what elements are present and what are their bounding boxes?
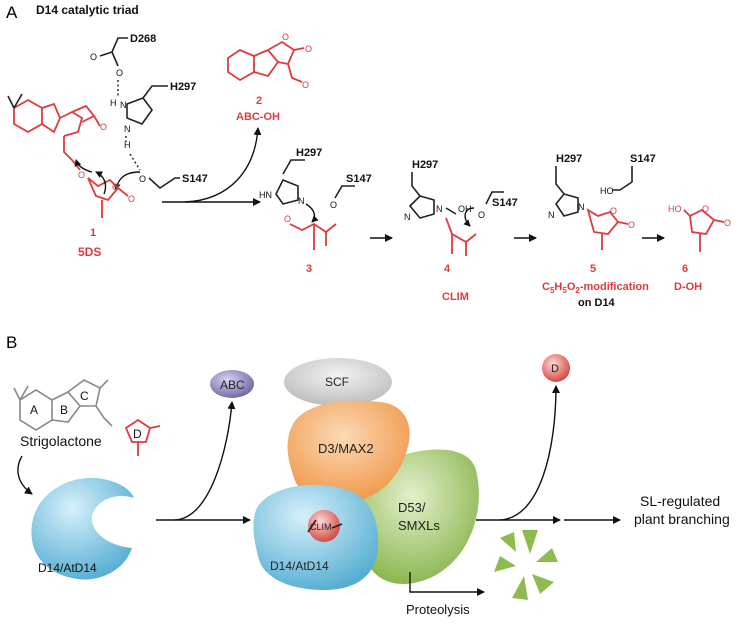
- scf-label: SCF: [325, 375, 349, 389]
- d3-protein: [287, 400, 410, 503]
- arrow-sl-to-d14: [17, 455, 33, 495]
- h297-label-3: H297: [412, 159, 438, 171]
- svg-text:O: O: [139, 174, 146, 184]
- ring-label-a: A: [30, 403, 38, 417]
- d14-label: D14/AtD14: [38, 561, 97, 575]
- compound-4-number: 4: [444, 263, 451, 275]
- h297-label-4: H297: [556, 153, 582, 165]
- d53-label-2: SMXLs: [398, 518, 440, 533]
- proteolysis-label: Proteolysis: [406, 602, 470, 617]
- s147-residue-1: O S147: [113, 171, 208, 191]
- s147-label-1: S147: [182, 173, 208, 185]
- d-label: D: [551, 363, 559, 375]
- compound-4-structure: H297 N N OH S147 O: [404, 159, 518, 256]
- svg-text:N: N: [124, 124, 131, 134]
- compound-3-structure: H297 HN N S147 O O: [259, 147, 372, 250]
- compound-1-label: 5DS: [78, 245, 101, 259]
- h297-label-1: H297: [170, 81, 196, 93]
- abc-label: ABC: [220, 378, 245, 392]
- ring-label-b: B: [60, 403, 68, 417]
- hbond-3: [129, 153, 141, 171]
- compound-6-number: 6: [682, 263, 688, 275]
- svg-text:N: N: [404, 212, 411, 222]
- svg-text:O: O: [628, 220, 635, 230]
- svg-text:OH: OH: [458, 204, 472, 214]
- svg-text:HO: HO: [668, 204, 682, 214]
- scf-protein: [284, 358, 392, 406]
- svg-text:N: N: [548, 210, 555, 220]
- compound-1-structure: O O O O: [7, 93, 135, 218]
- arrow-proteolysis: [409, 572, 485, 596]
- clim-ball: [308, 510, 340, 542]
- svg-text:O: O: [90, 52, 97, 62]
- compound-2-structure: O O O: [227, 32, 312, 90]
- h297-imidazole: H N H297 N H: [110, 81, 196, 150]
- s147-label-4: S147: [630, 153, 656, 165]
- outcome-label-1: SL-regulated: [640, 493, 720, 509]
- compound-4-label: CLIM: [442, 291, 469, 303]
- arrow-to-abc: [174, 401, 236, 521]
- h297-label-2: H297: [296, 147, 322, 159]
- svg-text:O: O: [78, 170, 85, 180]
- arrow-to-abc-oh: [184, 127, 262, 203]
- svg-text:O: O: [610, 206, 617, 216]
- clim-label: CLIM: [310, 522, 332, 532]
- svg-text:O: O: [116, 68, 123, 78]
- svg-text:N: N: [578, 202, 585, 212]
- compound-5-label: C5H5O2-modification: [542, 281, 649, 295]
- svg-text:HN: HN: [259, 190, 272, 200]
- d14-protein: [31, 477, 134, 580]
- d53-label-1: D53/: [398, 500, 426, 515]
- svg-text:O: O: [128, 194, 135, 204]
- svg-text:HO: HO: [600, 186, 614, 196]
- svg-text:N: N: [120, 100, 127, 110]
- arrow-to-d: [499, 385, 560, 521]
- svg-text:H: H: [110, 98, 117, 108]
- compound-6-structure: HO O O: [668, 204, 731, 252]
- d-ball: [542, 354, 570, 382]
- s147-label-2: S147: [346, 173, 372, 185]
- svg-text:O: O: [330, 200, 337, 210]
- svg-text:O: O: [112, 182, 119, 192]
- d3-label: D3/MAX2: [318, 441, 374, 456]
- compound-6-label: D-OH: [674, 281, 702, 293]
- svg-text:O: O: [302, 80, 309, 90]
- strigolactone-label: Strigolactone: [20, 433, 102, 449]
- s147-label-3: S147: [492, 197, 518, 209]
- strigolactone-structure: [13, 379, 161, 456]
- svg-text:O: O: [282, 32, 289, 42]
- d268-label: D268: [130, 33, 156, 45]
- panel-b-letter: B: [6, 333, 17, 352]
- compound-5-structure: H297 N N S147 HO O O: [548, 153, 656, 250]
- svg-text:O: O: [284, 214, 291, 224]
- protein-fragments: [494, 530, 558, 600]
- ring-label-c: C: [80, 389, 89, 403]
- compound-1-number: 1: [90, 227, 96, 239]
- d14-complex-label: D14/AtD14: [270, 559, 329, 573]
- compound-3-number: 3: [306, 263, 312, 275]
- svg-text:N: N: [436, 204, 443, 214]
- compound-5-number: 5: [590, 263, 596, 275]
- svg-text:H: H: [124, 140, 131, 150]
- svg-text:O: O: [478, 210, 485, 220]
- d268-residue: O O D268: [90, 33, 156, 78]
- compound-2-label: ABC-OH: [236, 111, 280, 123]
- compound-5-label-2: on D14: [578, 297, 616, 309]
- svg-text:N: N: [298, 196, 305, 206]
- compound-2-number: 2: [256, 95, 262, 107]
- panel-a-title: D14 catalytic triad: [36, 3, 139, 17]
- outcome-label-2: plant branching: [634, 511, 730, 527]
- ring-label-d: D: [133, 427, 142, 441]
- svg-text:O: O: [100, 122, 107, 132]
- svg-text:O: O: [724, 218, 731, 228]
- svg-text:O: O: [702, 204, 709, 214]
- abc-ball: [210, 370, 254, 398]
- svg-text:O: O: [305, 44, 312, 54]
- panel-a-letter: A: [6, 3, 18, 22]
